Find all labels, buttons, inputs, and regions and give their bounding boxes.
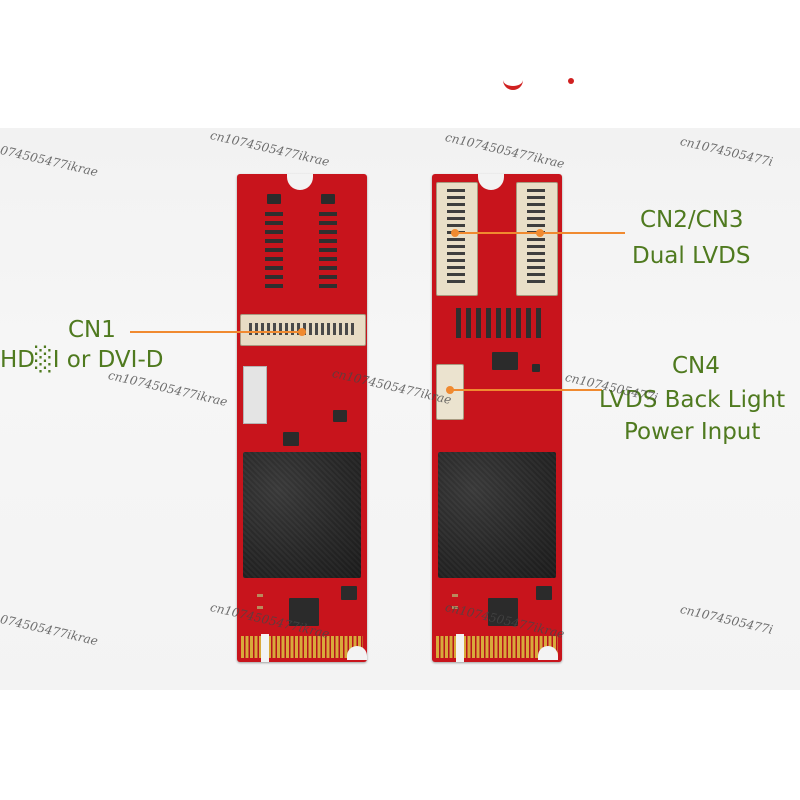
cn3-callout-dot xyxy=(536,229,544,237)
resistor-array xyxy=(319,212,337,292)
ic-chip xyxy=(321,194,335,204)
capacitor xyxy=(452,594,458,597)
edge-connector xyxy=(436,636,558,658)
bottom-margin xyxy=(0,690,800,800)
capacitor xyxy=(257,606,263,609)
edge-connector xyxy=(241,636,363,658)
key-notch xyxy=(261,634,269,662)
ic-chip xyxy=(536,586,552,600)
left-board xyxy=(237,174,367,662)
ic-chip xyxy=(341,586,357,600)
controller-chip xyxy=(488,598,518,626)
mount-hole xyxy=(538,646,558,660)
cn1-callout-dot xyxy=(298,328,306,336)
capacitor xyxy=(452,606,458,609)
cn3-connector xyxy=(516,182,558,296)
cn4-callout-line xyxy=(450,389,602,391)
ic-chip xyxy=(283,432,299,446)
cn4-callout-dot xyxy=(446,386,454,394)
logo-fragment-dot xyxy=(568,78,574,84)
resistor-array xyxy=(456,308,542,338)
cn2-connector xyxy=(436,182,478,296)
white-component xyxy=(243,366,267,424)
cn1-label: CN1 xyxy=(68,317,116,343)
cn2-cn3-description: Dual LVDS xyxy=(632,243,751,269)
ic-chip xyxy=(492,352,518,370)
board-notch xyxy=(478,174,504,190)
key-notch xyxy=(456,634,464,662)
ic-chip xyxy=(267,194,281,204)
cn4-description-line2: Power Input xyxy=(624,419,761,445)
cn2-callout-dot xyxy=(451,229,459,237)
right-board xyxy=(432,174,562,662)
heatsink xyxy=(438,452,556,578)
resistor-array xyxy=(265,212,283,292)
photo-backdrop xyxy=(0,128,800,690)
capacitor xyxy=(257,594,263,597)
controller-chip xyxy=(289,598,319,626)
logo-fragment xyxy=(503,76,523,90)
board-notch xyxy=(287,174,313,190)
cn4-label: CN4 xyxy=(672,353,720,379)
cn4-description-line1: LVDS Back Light xyxy=(599,387,786,413)
heatsink xyxy=(243,452,361,578)
mount-hole xyxy=(347,646,367,660)
cn2-cn3-label: CN2/CN3 xyxy=(640,207,744,233)
ic-chip xyxy=(532,364,540,372)
cn4-connector xyxy=(436,364,464,420)
cn1-callout-line xyxy=(130,331,302,333)
cn1-description: HD░I or DVI-D xyxy=(0,347,164,373)
ic-chip xyxy=(333,410,347,422)
